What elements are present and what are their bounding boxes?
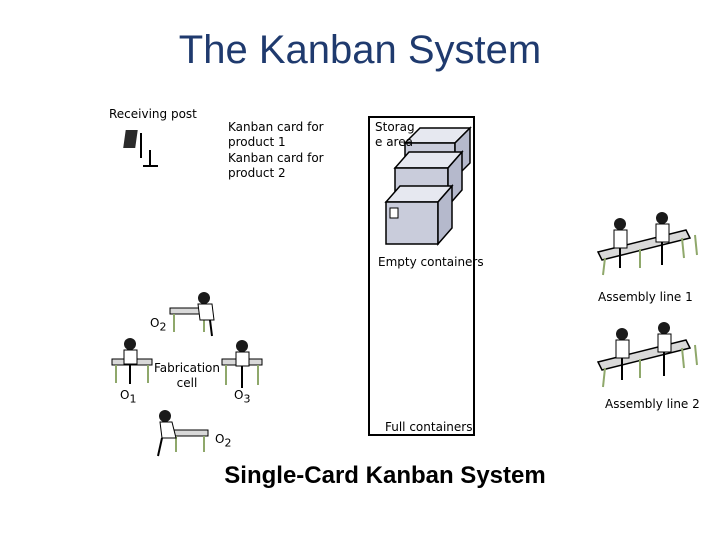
operation-o2-bottom-main: O — [215, 432, 225, 446]
operation-o1-main: O — [120, 388, 130, 402]
receiving-post-label: Receiving post — [109, 107, 197, 121]
assembly-line-1-label: Assembly line 1 — [598, 290, 693, 304]
operation-o2-bottom-sub: 2 — [224, 436, 232, 450]
fabrication-worker-icon — [169, 292, 215, 337]
fabrication-cell-label: Fabrication cell — [154, 361, 220, 391]
fabrication-cell-label-line2: cell — [176, 376, 198, 390]
diagram-caption: Single-Card Kanban System — [224, 462, 546, 489]
assembly-worker-icon — [596, 212, 698, 276]
empty-containers-label: Empty containers — [378, 255, 484, 269]
kanban-card-product-2-label: Kanban card for product 2 — [228, 151, 324, 180]
operation-o2-bottom-label: O2 — [215, 432, 231, 450]
receiving-post-icon — [123, 130, 158, 167]
storage-containers-icon — [384, 126, 472, 246]
page-title: The Kanban System — [178, 28, 542, 72]
storage-area-label-line1: Storag — [375, 120, 415, 134]
full-containers-label: Full containers — [385, 420, 473, 434]
fabrication-cell-label-line1: Fabrication — [154, 361, 220, 375]
operation-o2-top-main: O — [150, 316, 160, 330]
fabrication-worker-icon — [221, 340, 263, 388]
fabrication-worker-icon — [111, 338, 153, 384]
operation-o2-top-label: O2 — [150, 316, 166, 334]
operation-o1-label: O1 — [120, 388, 136, 406]
assembly-line-2-label: Assembly line 2 — [605, 397, 700, 411]
storage-area-label-line2: e area — [375, 135, 413, 149]
operation-o3-main: O — [234, 388, 244, 402]
operation-o1-sub: 1 — [129, 392, 137, 406]
kanban-card-product-1-label: Kanban card for product 1 — [228, 120, 324, 149]
storage-area-label: Storag e area — [375, 120, 415, 150]
operation-o3-sub: 3 — [243, 392, 251, 406]
operation-o2-top-sub: 2 — [159, 320, 167, 334]
operation-o3-label: O3 — [234, 388, 250, 406]
assembly-worker-icon — [596, 322, 698, 388]
fabrication-worker-icon — [157, 410, 209, 457]
storage-path-box — [368, 116, 475, 436]
